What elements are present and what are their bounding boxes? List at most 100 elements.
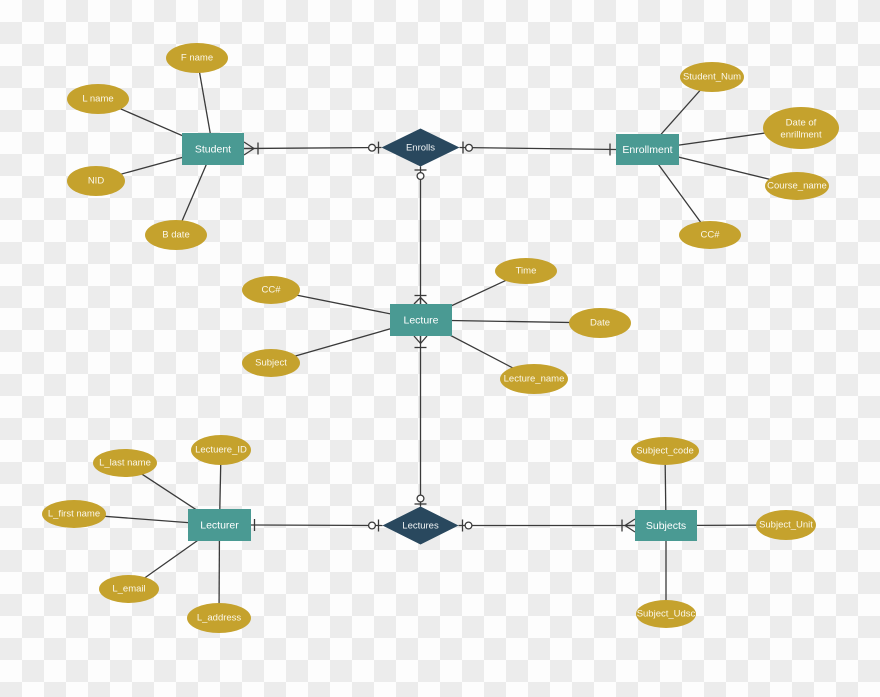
attribute-student-num: Student_Num bbox=[680, 62, 744, 92]
attribute-nid: NID bbox=[67, 166, 125, 196]
attribute-l-first-name: L_first name bbox=[42, 500, 106, 528]
notation-circle-enrolls-lecture-1 bbox=[416, 171, 425, 181]
attribute-shape-date bbox=[569, 308, 631, 338]
attribute-f-name: F name bbox=[166, 43, 228, 73]
relationship-shape-lectures bbox=[382, 506, 459, 545]
attribute-label-cc-enrollment: CC# bbox=[700, 230, 720, 241]
notation-crow-student-enrolls-0-prong-0 bbox=[243, 147, 255, 156]
attribute-label-course-name: Course_name bbox=[767, 181, 827, 192]
entity-student: Student bbox=[182, 133, 244, 165]
notation-crow-lectures-subjects-3-prong-0 bbox=[624, 518, 636, 527]
entity-label-lecture: Lecture bbox=[403, 315, 438, 327]
entity-shape-student bbox=[182, 133, 244, 165]
attribute-shape-l-name bbox=[67, 84, 129, 114]
entity-label-enrollment: Enrollment bbox=[622, 144, 672, 156]
entity-shape-lecturer bbox=[188, 509, 251, 541]
attribute-label-subject-udsc: Subject_Udsc bbox=[637, 609, 696, 620]
attribute-lectuere-id: Lectuere_ID bbox=[191, 435, 251, 465]
attribute-shape-subject-udsc bbox=[636, 600, 696, 628]
relationship-shape-enrolls bbox=[381, 128, 460, 167]
attribute-shape-cc-enrollment bbox=[679, 221, 741, 249]
relationship-label-lectures: Lectures bbox=[402, 521, 439, 532]
attribute-subject-unit: Subject_Unit bbox=[756, 510, 816, 540]
entity-label-student: Student bbox=[195, 144, 231, 156]
notation-crow-lectures-subjects-3-prong-2 bbox=[624, 524, 636, 533]
attribute-label-lecture-name: Lecture_name bbox=[504, 374, 565, 385]
attribute-l-email: L_email bbox=[99, 575, 159, 603]
attribute-shape-l-address bbox=[187, 603, 251, 633]
attribute-l-address: L_address bbox=[187, 603, 251, 633]
relationship-lectures: Lectures bbox=[382, 506, 459, 545]
entity-subjects: Subjects bbox=[635, 510, 697, 541]
attribute-shape-subject-unit bbox=[756, 510, 816, 540]
attribute-label-cc-lecture: CC# bbox=[261, 285, 281, 296]
attribute-date: Date bbox=[569, 308, 631, 338]
attribute-l-name: L name bbox=[67, 84, 129, 114]
entity-enrollment: Enrollment bbox=[616, 134, 679, 165]
attribute-shape-lectuere-id bbox=[191, 435, 251, 465]
attribute-shape-student-num bbox=[680, 62, 744, 92]
entity-lecturer: Lecturer bbox=[188, 509, 251, 541]
attribute-lecture-name: Lecture_name bbox=[500, 364, 568, 394]
attribute-label-f-name: F name bbox=[181, 53, 213, 64]
notation-crow-enrolls-lecture-3-prong-0 bbox=[420, 297, 428, 305]
entity-lecture: Lecture bbox=[390, 304, 452, 336]
attribute-label-time: Time bbox=[516, 266, 537, 277]
connector-enrolls-enrollment bbox=[459, 146, 617, 151]
attribute-label-b-date: B date bbox=[162, 230, 189, 241]
attribute-course-name: Course_name bbox=[765, 172, 829, 200]
attribute-label-subject-code: Subject_code bbox=[636, 446, 694, 457]
connector-student-enrolls bbox=[243, 146, 382, 150]
notation-circle-student-enrolls-2 bbox=[367, 143, 377, 152]
attribute-cc-enrollment: CC# bbox=[679, 221, 741, 249]
notation-crow-lecture-lectures-0-prong-0 bbox=[413, 335, 421, 344]
notation-circle-enrolls-enrollment-1 bbox=[464, 143, 474, 152]
attribute-label-l-email: L_email bbox=[112, 584, 145, 595]
entity-shape-subjects bbox=[635, 510, 697, 541]
attribute-subject: Subject bbox=[242, 349, 300, 377]
attribute-l-last-name: L_last name bbox=[93, 449, 157, 477]
attribute-label-date: Date bbox=[590, 318, 610, 329]
attribute-label-l-last-name: L_last name bbox=[99, 458, 151, 469]
entity-label-subjects: Subjects bbox=[646, 520, 686, 532]
attribute-shape-l-first-name bbox=[42, 500, 106, 528]
entity-label-lecturer: Lecturer bbox=[200, 520, 239, 532]
entity-shape-enrollment bbox=[616, 134, 679, 165]
attribute-label-l-address: L_address bbox=[197, 613, 242, 624]
attribute-label-subject-unit: Subject_Unit bbox=[759, 520, 813, 531]
attribute-shape-l-last-name bbox=[93, 449, 157, 477]
attribute-label-nid: NID bbox=[88, 176, 105, 187]
attribute-shape-nid bbox=[67, 166, 125, 196]
attribute-shape-subject-code bbox=[631, 437, 699, 465]
attribute-time: Time bbox=[495, 258, 557, 284]
attribute-label-subject: Subject bbox=[255, 358, 287, 369]
attribute-shape-date-of-enrillment bbox=[763, 107, 839, 149]
attribute-shape-course-name bbox=[765, 172, 829, 200]
attribute-shape-subject bbox=[242, 349, 300, 377]
attribute-label-l-first-name: L_first name bbox=[48, 509, 100, 520]
relationship-label-enrolls: Enrolls bbox=[406, 143, 435, 154]
attribute-label-student-num: Student_Num bbox=[683, 72, 741, 83]
attribute-b-date: B date bbox=[145, 220, 207, 250]
notation-crow-enrolls-lecture-3-prong-2 bbox=[413, 297, 421, 305]
attribute-shape-b-date bbox=[145, 220, 207, 250]
notation-crow-student-enrolls-0-prong-2 bbox=[243, 141, 255, 150]
attribute-cc-lecture: CC# bbox=[242, 276, 300, 304]
notation-circle-lecture-lectures-2 bbox=[416, 494, 425, 503]
notation-circle-lectures-subjects-1 bbox=[464, 521, 473, 530]
connector-lecturer-lectures bbox=[250, 524, 383, 527]
notation-crow-lecture-lectures-0-prong-2 bbox=[420, 335, 428, 344]
attribute-subject-udsc: Subject_Udsc bbox=[636, 600, 696, 628]
relationship-enrolls: Enrolls bbox=[381, 128, 460, 167]
attribute-shape-time bbox=[495, 258, 557, 284]
attribute-label-lectuere-id: Lectuere_ID bbox=[195, 445, 247, 456]
attribute-shape-f-name bbox=[166, 43, 228, 73]
notation-circle-lecturer-lectures-1 bbox=[367, 521, 377, 530]
attribute-subject-code: Subject_code bbox=[631, 437, 699, 465]
attribute-shape-l-email bbox=[99, 575, 159, 603]
